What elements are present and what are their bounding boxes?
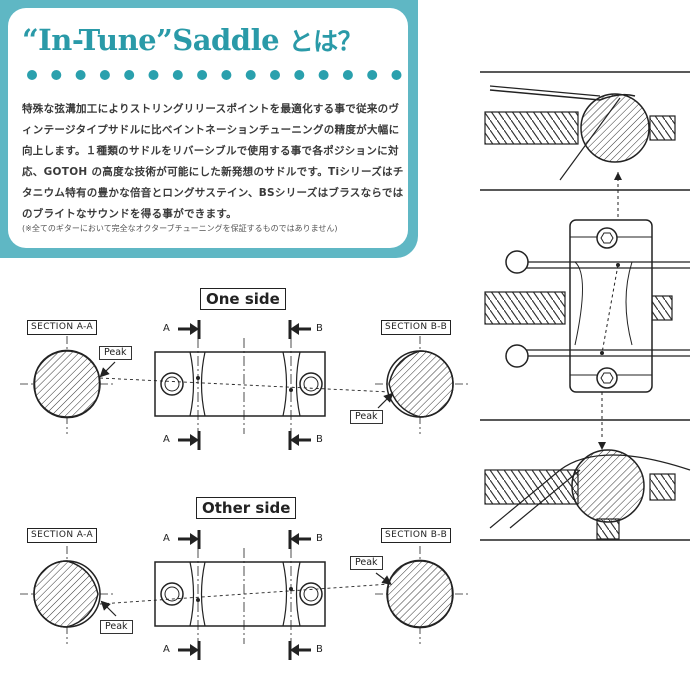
- top-right-closeup: [480, 71, 690, 191]
- one-side-peak-b-arrow: [377, 392, 394, 409]
- one-side-marker-b-bottom: B: [316, 434, 323, 445]
- one-side-section-markers: [178, 320, 311, 450]
- one-side-section-a-circle: [20, 336, 115, 434]
- one-side-marker-a-bottom: A: [163, 434, 170, 445]
- bottom-right-closeup: [480, 419, 691, 541]
- title-latin: “In-Tune”Saddle: [22, 23, 280, 57]
- other-side-marker-a-top: A: [163, 533, 170, 544]
- decorative-dot: [27, 70, 37, 80]
- decorative-dot: [294, 70, 305, 80]
- decorative-dot: [51, 70, 62, 80]
- decorative-dot: [99, 70, 110, 80]
- one-side-section-b-circle: [375, 336, 470, 434]
- decorative-dot: [391, 70, 402, 80]
- panel-note: (※全てのギターにおいて完全なオクターブチューニングを保証するものではありません…: [22, 224, 338, 233]
- one-side-section-b-label: SECTION B-B: [381, 320, 452, 335]
- other-side-peak-a-arrow: [100, 600, 117, 617]
- other-side-saddle-body: [99, 548, 391, 644]
- middle-right-saddle: [484, 172, 690, 450]
- one-side-group: [20, 320, 470, 450]
- other-side-section-markers: [178, 530, 311, 660]
- one-side-section-a-label: SECTION A-A: [27, 320, 98, 335]
- one-side-peak-b-label: Peak: [350, 410, 383, 424]
- decorative-dot: [172, 70, 183, 80]
- other-side-marker-b-bottom: B: [316, 644, 323, 655]
- decorative-dot: [197, 70, 208, 80]
- decorative-dot: [367, 70, 378, 80]
- other-side-marker-a-bottom: A: [163, 644, 170, 655]
- one-side-marker-a-top: A: [163, 323, 170, 334]
- other-side-peak-a-label: Peak: [100, 620, 133, 634]
- one-side-peak-a-arrow: [99, 361, 116, 378]
- other-side-section-a-circle: [20, 546, 115, 644]
- decorative-dot: [245, 70, 256, 80]
- panel-title: “In-Tune”Saddle とは？: [22, 22, 363, 58]
- other-side-section-b-circle: [375, 546, 470, 644]
- one-side-label: One side: [200, 288, 286, 310]
- title-jp: とは？: [288, 27, 363, 56]
- decorative-dot: [221, 70, 232, 80]
- one-side-peak-a-label: Peak: [99, 346, 132, 360]
- decorative-dot: [342, 70, 353, 80]
- decorative-dot: [318, 70, 329, 80]
- decorative-dot: [124, 70, 135, 80]
- other-side-section-b-label: SECTION B-B: [381, 528, 452, 543]
- other-side-group: [20, 530, 470, 660]
- one-side-saddle-body: [99, 338, 391, 434]
- other-side-peak-b-arrow: [375, 572, 392, 585]
- other-side-label: Other side: [196, 497, 297, 519]
- decorative-dot: [75, 70, 86, 80]
- other-side-section-a-label: SECTION A-A: [27, 528, 98, 543]
- info-panel-inner: [8, 8, 408, 248]
- panel-body-text: 特殊な弦溝加工によりストリングリリースポイントを最適化する事で従来のヴィンテージ…: [22, 103, 404, 220]
- info-panel: “In-Tune”Saddle とは？ 特殊な弦溝加工によりストリングリリースポ…: [0, 0, 418, 258]
- dot-row: [27, 70, 402, 80]
- decorative-dot: [270, 70, 280, 80]
- decorative-dot: [148, 70, 159, 80]
- one-side-marker-b-top: B: [316, 323, 323, 334]
- other-side-peak-b-label: Peak: [350, 556, 383, 570]
- other-side-marker-b-top: B: [316, 533, 323, 544]
